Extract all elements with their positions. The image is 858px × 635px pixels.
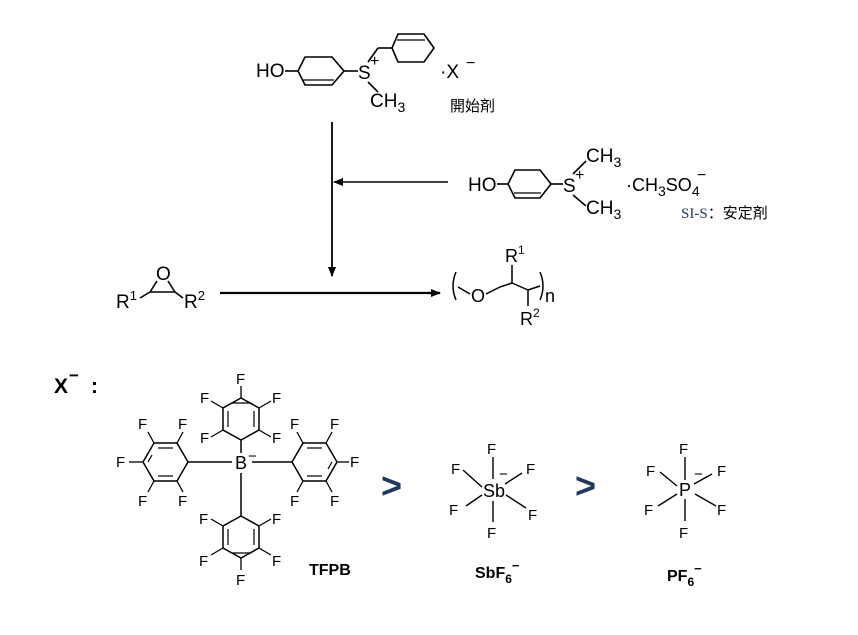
svg-text:F: F [487,441,496,458]
greater-than-sign-2: > [575,465,596,506]
initiator-sulfur: S [358,63,371,84]
initiator-plus-charge: + [370,53,379,70]
svg-text:F: F [290,493,299,510]
initiator-phenol-ring [297,56,346,86]
svg-text:F: F [138,493,147,510]
boron-atom: B [235,453,247,473]
polyether-product: O R1 R2 n [452,243,555,329]
sbf6-label: SbF6− [475,558,520,586]
initiator-counter-ion: ·X [440,62,459,83]
greater-than-sign-1: > [381,465,402,506]
svg-text:F: F [200,430,209,447]
initiator-structure: HO S + CH3 ·X − 開始剤 [256,33,495,115]
stabilizer-methyl-top: CH3 [586,146,621,170]
svg-text:F: F [272,390,281,407]
svg-text:F: F [644,502,653,519]
epoxide-r1: R [116,292,130,313]
svg-text:R2: R2 [184,288,205,313]
tfpb-label: TFPB [309,562,351,579]
svg-text:F: F [272,511,281,528]
sbf6-anion: Sb − F F F F F F SbF6− [449,441,537,586]
initiator-ho-label: HO [256,61,285,82]
stabilizer-methyl-bottom: CH3 [586,198,621,222]
pentafluorophenyl-right: F F F F F [290,416,359,510]
svg-text:F: F [449,502,458,519]
polymer-r1: R [505,246,518,266]
stabilizer-caption: SI-S：安定剤 [681,204,768,222]
pf6-label: PF6− [667,561,702,589]
polymer-oxygen: O [471,286,485,306]
polymer-repeat-n: n [545,286,555,306]
stabilizer-phenol-ring [507,169,553,199]
pentafluorophenyl-left: F F F F F [116,416,189,510]
svg-text:F: F [526,461,535,478]
phosphorus-atom: P [679,480,691,500]
svg-text:F: F [717,463,726,480]
svg-text:F: F [272,553,281,570]
svg-text:R1: R1 [116,288,137,313]
svg-text:F: F [199,553,208,570]
svg-text:F: F [350,454,359,471]
polymer-r2: R [520,309,533,329]
svg-text:F: F [236,371,245,388]
svg-text:F: F [199,511,208,528]
pf6-anion: P − F F F F F F PF6− [644,441,726,589]
stabilizer-plus-charge: + [575,167,584,184]
svg-text:F: F [200,390,209,407]
pentafluorophenyl-top: F F F F F [200,371,281,447]
svg-text:F: F [451,461,460,478]
stabilizer-ho-label: HO [468,175,497,196]
svg-text:F: F [717,502,726,519]
antimony-atom: Sb [483,481,505,501]
boron-charge: − [248,448,257,465]
svg-text:F: F [236,572,245,589]
epoxide-oxygen: O [156,264,171,285]
svg-text:F: F [646,463,655,480]
sbf6-charge: − [499,466,508,483]
initiator-methyl: CH3 [370,91,405,115]
stabilizer-structure: HO S + CH3 CH3 ·CH3SO4 − SI-S：安定剤 [468,146,768,222]
stabilizer-counter-charge: − [697,167,706,184]
stabilizer-sulfur: S [563,176,576,197]
initiator-caption: 開始剤 [450,97,495,115]
epoxide-r2: R [184,292,198,313]
epoxide-monomer: R1 O R2 [116,264,205,313]
initiator-counter-charge: − [466,55,475,72]
svg-text:F: F [487,525,496,542]
svg-text:X: X [54,375,68,398]
svg-text:F: F [178,493,187,510]
svg-text:R2: R2 [520,306,540,329]
svg-text:−: − [69,366,79,385]
svg-text:F: F [528,507,537,524]
svg-text:F: F [679,441,688,458]
svg-text:F: F [178,416,187,433]
svg-text::: : [91,375,98,398]
pentafluorophenyl-bottom: F F F F F [199,511,281,589]
stabilizer-counter-ion: ·CH3SO4 [626,175,700,199]
svg-text:F: F [330,493,339,510]
pf6-charge: − [694,466,703,483]
svg-text:F: F [138,416,147,433]
initiator-benzyl-ring [391,33,435,63]
svg-text:F: F [679,525,688,542]
svg-text:F: F [116,454,125,471]
svg-text:F: F [330,416,339,433]
svg-text:F: F [290,416,299,433]
anion-heading: X − : [54,366,98,398]
tfpb-anion: B − F F F F F [116,371,359,589]
svg-text:F: F [272,430,281,447]
svg-text:R1: R1 [505,243,525,266]
